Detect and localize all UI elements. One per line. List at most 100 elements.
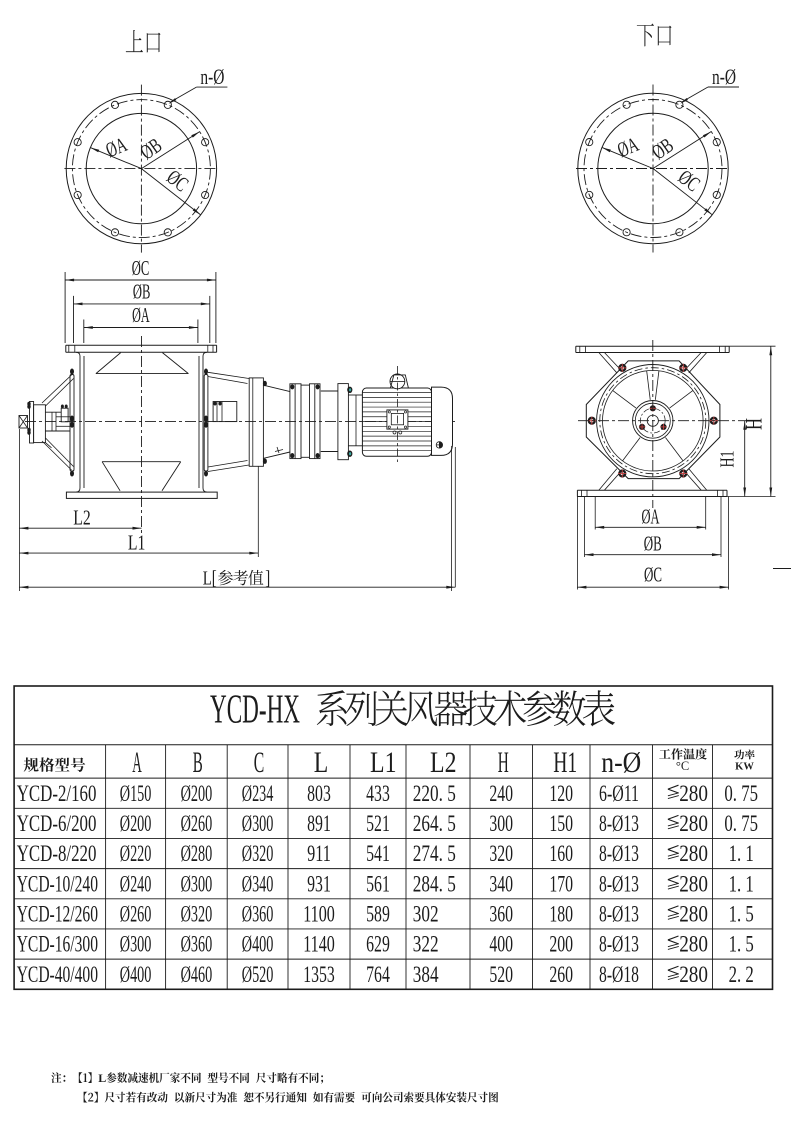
svg-text:C: C [254, 746, 265, 779]
svg-text:1. 5: 1. 5 [729, 901, 754, 926]
svg-text:400: 400 [489, 932, 513, 957]
svg-text:0. 75: 0. 75 [724, 811, 758, 836]
svg-text:YCD-12/260: YCD-12/260 [17, 901, 98, 926]
svg-text:8-Ø18: 8-Ø18 [599, 962, 639, 987]
svg-text:Ø300: Ø300 [242, 811, 274, 836]
svg-text:1. 1: 1. 1 [729, 841, 754, 866]
svg-text:8-Ø13: 8-Ø13 [599, 932, 639, 957]
svg-text:L1: L1 [370, 746, 397, 779]
svg-text:Ø520: Ø520 [242, 962, 274, 987]
svg-text:180: 180 [549, 901, 573, 926]
svg-text:360: 360 [489, 901, 513, 926]
svg-text:ØC: ØC [162, 165, 193, 197]
svg-text:Ø400: Ø400 [242, 932, 274, 957]
svg-text:ØC: ØC [644, 563, 662, 587]
svg-text:Ø240: Ø240 [120, 871, 152, 896]
svg-text:340: 340 [489, 871, 513, 896]
svg-text:YCD-40/400: YCD-40/400 [17, 962, 98, 987]
svg-text:302: 302 [413, 901, 439, 926]
svg-text:L: L [314, 746, 329, 779]
svg-text:Ø340: Ø340 [242, 871, 274, 896]
svg-text:280: 280 [679, 962, 708, 987]
svg-text:589: 589 [366, 901, 390, 926]
svg-text:0. 75: 0. 75 [724, 781, 758, 806]
svg-text:Ø260: Ø260 [181, 811, 213, 836]
svg-text:322: 322 [413, 932, 439, 957]
svg-text:ØC: ØC [132, 256, 150, 280]
svg-text:Ø200: Ø200 [120, 811, 152, 836]
svg-text:280: 280 [679, 871, 708, 896]
svg-text:521: 521 [366, 811, 390, 836]
svg-text:Ø320: Ø320 [242, 841, 274, 866]
svg-text:120: 120 [549, 781, 573, 806]
svg-text:Ø234: Ø234 [242, 781, 274, 806]
svg-text:240: 240 [489, 781, 513, 806]
svg-text:Ø300: Ø300 [181, 871, 213, 896]
svg-text:B: B [193, 746, 203, 779]
svg-text:274. 5: 274. 5 [413, 841, 456, 866]
svg-text:284. 5: 284. 5 [413, 871, 456, 896]
svg-text:H: H [742, 418, 767, 430]
svg-text:ØA: ØA [132, 303, 150, 327]
svg-text:160: 160 [549, 841, 573, 866]
svg-text:629: 629 [366, 932, 390, 957]
svg-text:H: H [498, 746, 509, 779]
svg-text:433: 433 [366, 781, 390, 806]
svg-text:YCD-HX: YCD-HX [210, 686, 300, 732]
svg-text:ØA: ØA [642, 504, 660, 528]
svg-text:150: 150 [549, 811, 573, 836]
svg-text:L1: L1 [128, 531, 146, 555]
svg-text:L[: L[ [203, 568, 217, 590]
svg-text:260: 260 [549, 962, 573, 987]
svg-text:1100: 1100 [303, 901, 335, 926]
svg-text:Ø260: Ø260 [120, 901, 152, 926]
svg-text:YCD-8/220: YCD-8/220 [17, 841, 97, 866]
svg-text:911: 911 [307, 841, 331, 866]
svg-text:280: 280 [679, 901, 708, 926]
svg-text:320: 320 [489, 841, 513, 866]
svg-text:KW: KW [735, 762, 754, 773]
svg-text:ØC: ØC [674, 165, 705, 197]
svg-text:6-Ø11: 6-Ø11 [599, 781, 639, 806]
svg-text:n-Ø: n-Ø [601, 746, 641, 779]
svg-text:Ø150: Ø150 [120, 781, 152, 806]
svg-text:Ø360: Ø360 [242, 901, 274, 926]
svg-text:L2: L2 [73, 506, 91, 530]
svg-text:8-Ø13: 8-Ø13 [599, 871, 639, 896]
svg-text:H1: H1 [553, 746, 577, 779]
svg-text:ØA: ØA [614, 132, 643, 162]
svg-text:931: 931 [307, 871, 331, 896]
svg-text:8-Ø13: 8-Ø13 [599, 841, 639, 866]
svg-text:ØB: ØB [136, 133, 167, 164]
svg-text:Ø320: Ø320 [181, 901, 213, 926]
svg-text:Ø280: Ø280 [181, 841, 213, 866]
svg-text:n-Ø: n-Ø [200, 64, 224, 89]
svg-text:ØB: ØB [644, 532, 662, 556]
svg-text:Ø200: Ø200 [181, 781, 213, 806]
svg-text:ØB: ØB [133, 280, 151, 304]
svg-text:541: 541 [366, 841, 390, 866]
svg-text:200: 200 [549, 932, 573, 957]
svg-text:n-Ø: n-Ø [712, 64, 736, 89]
svg-text:°C: °C [676, 759, 689, 773]
svg-text:1353: 1353 [303, 962, 335, 987]
svg-text:L2: L2 [430, 746, 457, 779]
svg-text:264. 5: 264. 5 [413, 811, 456, 836]
svg-text:L: L [98, 1071, 106, 1085]
svg-text:8-Ø13: 8-Ø13 [599, 811, 639, 836]
svg-text:384: 384 [413, 962, 439, 987]
svg-text:561: 561 [366, 871, 390, 896]
svg-text:Ø300: Ø300 [120, 932, 152, 957]
svg-text:1140: 1140 [303, 932, 335, 957]
svg-text:280: 280 [679, 841, 708, 866]
svg-text:ØB: ØB [647, 133, 678, 164]
svg-text:ØA: ØA [102, 132, 131, 162]
svg-text:280: 280 [679, 811, 708, 836]
svg-text:1. 5: 1. 5 [729, 932, 754, 957]
svg-text:520: 520 [489, 962, 513, 987]
svg-text:Ø400: Ø400 [120, 962, 152, 987]
svg-text:280: 280 [679, 781, 708, 806]
svg-text:170: 170 [549, 871, 573, 896]
svg-text:891: 891 [307, 811, 331, 836]
svg-text:300: 300 [489, 811, 513, 836]
